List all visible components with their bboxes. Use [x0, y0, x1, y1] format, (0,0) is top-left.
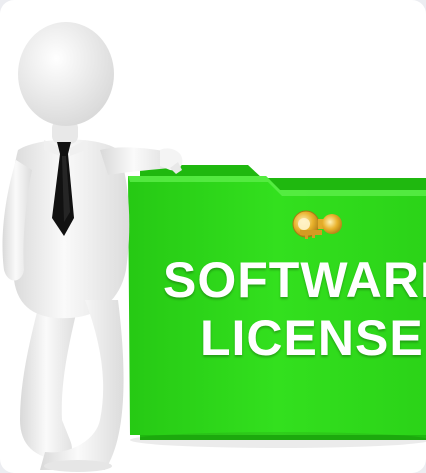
folder-icon [128, 165, 426, 448]
folder-label-license: LICENSE [200, 310, 424, 366]
necktie-icon [52, 142, 74, 236]
stick-figure-icon [2, 22, 183, 472]
folder-label-software: SOFTWARE [163, 252, 426, 308]
key-icon [292, 210, 342, 239]
